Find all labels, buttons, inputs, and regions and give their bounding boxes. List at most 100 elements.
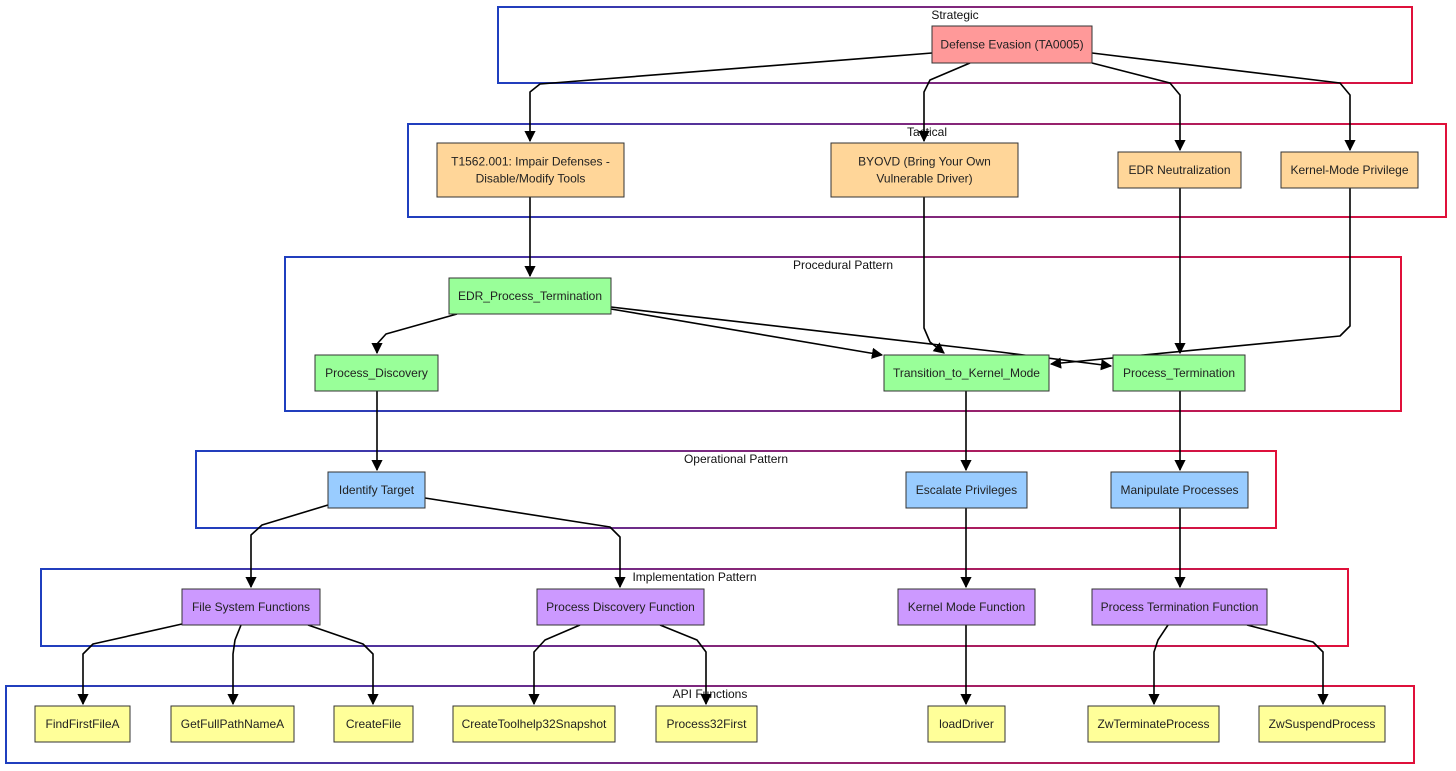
- node-label-t1562: Disable/Modify Tools: [476, 172, 586, 186]
- edge-defense_evasion-to-edr_neutralization: [1091, 62, 1186, 152]
- node-load_driver[interactable]: loadDriver: [927, 705, 1006, 743]
- node-kernel_mode_function[interactable]: Kernel Mode Function: [897, 588, 1036, 626]
- node-label-create_toolhelp: CreateToolhelp32Snapshot: [462, 717, 607, 731]
- node-manipulate_processes[interactable]: Manipulate Processes: [1110, 471, 1249, 509]
- node-edr_process_termination[interactable]: EDR_Process_Termination: [448, 277, 612, 315]
- edge-edr_process_termination-to-process_discovery: [371, 313, 458, 355]
- node-box-process_termination: [1112, 354, 1246, 392]
- node-box-process_termination_function: [1091, 588, 1268, 626]
- node-zw_suspend[interactable]: ZwSuspendProcess: [1258, 705, 1386, 743]
- node-box-escalate_privileges: [905, 471, 1028, 509]
- node-label-process_termination: Process_Termination: [1123, 366, 1235, 380]
- node-label-identify_target: Identify Target: [339, 483, 415, 497]
- edge-identify_target-to-process_discovery_function: [424, 497, 626, 589]
- edge-defense_evasion-to-byovd: [918, 62, 971, 143]
- edge-process_discovery_function-to-create_toolhelp: [528, 624, 581, 706]
- node-label-get_full_path_name: GetFullPathNameA: [181, 717, 284, 731]
- node-box-load_driver: [927, 705, 1006, 743]
- node-defense_evasion[interactable]: Defense Evasion (TA0005): [931, 25, 1093, 64]
- node-box-file_system_functions: [181, 588, 321, 626]
- node-box-process_discovery: [314, 354, 439, 392]
- node-create_toolhelp[interactable]: CreateToolhelp32Snapshot: [452, 705, 616, 743]
- node-label-create_file: CreateFile: [346, 717, 402, 731]
- edge-defense_evasion-to-kernel_privilege: [1091, 52, 1356, 152]
- node-box-zw_terminate: [1087, 705, 1220, 743]
- node-process_termination[interactable]: Process_Termination: [1112, 354, 1246, 392]
- node-box-zw_suspend: [1258, 705, 1386, 743]
- node-box-byovd: [830, 142, 1019, 198]
- node-label-edr_process_termination: EDR_Process_Termination: [458, 289, 602, 303]
- node-box-transition_kernel: [883, 354, 1050, 392]
- edge-process_discovery_function-to-process32_first: [659, 624, 712, 706]
- group-title-implementation: Implementation Pattern: [632, 570, 756, 584]
- node-kernel_privilege[interactable]: Kernel-Mode Privilege: [1280, 151, 1419, 189]
- node-box-identify_target: [327, 471, 426, 509]
- node-label-edr_neutralization: EDR Neutralization: [1128, 163, 1230, 177]
- node-label-kernel_mode_function: Kernel Mode Function: [908, 600, 1025, 614]
- node-box-create_file: [333, 705, 414, 743]
- node-box-edr_process_termination: [448, 277, 612, 315]
- node-label-process_discovery: Process_Discovery: [325, 366, 428, 380]
- node-t1562[interactable]: T1562.001: Impair Defenses - Disable/Modi…: [436, 142, 625, 198]
- node-label-byovd: Vulnerable Driver): [876, 172, 972, 186]
- node-process32_first[interactable]: Process32First: [655, 705, 758, 743]
- group-implementation: Implementation Pattern: [40, 568, 1349, 647]
- node-file_system_functions[interactable]: File System Functions: [181, 588, 321, 626]
- node-find_first_file[interactable]: FindFirstFileA: [34, 705, 131, 743]
- node-label-byovd: BYOVD (Bring Your Own: [858, 155, 991, 169]
- node-process_discovery_function[interactable]: Process Discovery Function: [536, 588, 705, 626]
- node-label-defense_evasion: Defense Evasion (TA0005): [940, 38, 1083, 52]
- edge-process_termination_function-to-zw_suspend: [1246, 624, 1329, 706]
- edge-process_termination_function-to-zw_terminate: [1148, 624, 1169, 706]
- group-title-api: API Functions: [673, 687, 748, 701]
- node-box-kernel_privilege: [1280, 151, 1419, 189]
- edge-kernel_privilege-to-transition_kernel: [1049, 188, 1351, 369]
- group-frame-operational: [195, 450, 1277, 529]
- node-label-zw_terminate: ZwTerminateProcess: [1097, 717, 1209, 731]
- group-frame-procedural: [284, 256, 1402, 412]
- node-label-load_driver: loadDriver: [939, 717, 994, 731]
- edge-edr_process_termination-to-transition_kernel: [610, 308, 884, 359]
- node-label-manipulate_processes: Manipulate Processes: [1120, 483, 1238, 497]
- node-label-file_system_functions: File System Functions: [192, 600, 310, 614]
- node-create_file[interactable]: CreateFile: [333, 705, 414, 743]
- edge-byovd-to-transition_kernel: [923, 197, 945, 354]
- node-layer: Defense Evasion (TA0005) T1562.001: Impai…: [34, 25, 1419, 743]
- node-edr_neutralization[interactable]: EDR Neutralization: [1117, 151, 1242, 189]
- edge-file_system_functions-to-find_first_file: [77, 623, 183, 706]
- node-label-kernel_privilege: Kernel-Mode Privilege: [1290, 163, 1408, 177]
- node-box-edr_neutralization: [1117, 151, 1242, 189]
- node-process_termination_function[interactable]: Process Termination Function: [1091, 588, 1268, 626]
- node-box-t1562: [436, 142, 625, 198]
- node-label-t1562: T1562.001: Impair Defenses -: [451, 155, 610, 169]
- node-escalate_privileges[interactable]: Escalate Privileges: [905, 471, 1028, 509]
- group-operational: Operational Pattern: [195, 450, 1277, 529]
- node-label-zw_suspend: ZwSuspendProcess: [1269, 717, 1376, 731]
- node-zw_terminate[interactable]: ZwTerminateProcess: [1087, 705, 1220, 743]
- node-box-manipulate_processes: [1110, 471, 1249, 509]
- node-process_discovery[interactable]: Process_Discovery: [314, 354, 439, 392]
- edge-file_system_functions-to-get_full_path_name: [227, 624, 242, 706]
- group-procedural: Procedural Pattern: [284, 256, 1402, 412]
- node-transition_kernel[interactable]: Transition_to_Kernel_Mode: [883, 354, 1050, 392]
- node-label-transition_kernel: Transition_to_Kernel_Mode: [893, 366, 1040, 380]
- edge-identify_target-to-file_system_functions: [245, 504, 329, 589]
- node-label-process32_first: Process32First: [666, 717, 747, 731]
- group-title-strategic: Strategic: [931, 8, 978, 22]
- group-frame-strategic: [497, 6, 1413, 84]
- group-frame-implementation: [40, 568, 1349, 647]
- group-frame-tactical: [407, 123, 1447, 218]
- node-box-process32_first: [655, 705, 758, 743]
- edge-file_system_functions-to-create_file: [307, 624, 379, 706]
- node-label-escalate_privileges: Escalate Privileges: [916, 483, 1017, 497]
- group-strategic: Strategic: [497, 6, 1413, 84]
- edge-defense_evasion-to-t1562: [524, 52, 933, 143]
- group-title-tactical: Tactical: [907, 125, 947, 139]
- node-box-create_toolhelp: [452, 705, 616, 743]
- node-get_full_path_name[interactable]: GetFullPathNameA: [170, 705, 295, 743]
- node-box-defense_evasion: [931, 25, 1093, 64]
- node-box-kernel_mode_function: [897, 588, 1036, 626]
- node-identify_target[interactable]: Identify Target: [327, 471, 426, 509]
